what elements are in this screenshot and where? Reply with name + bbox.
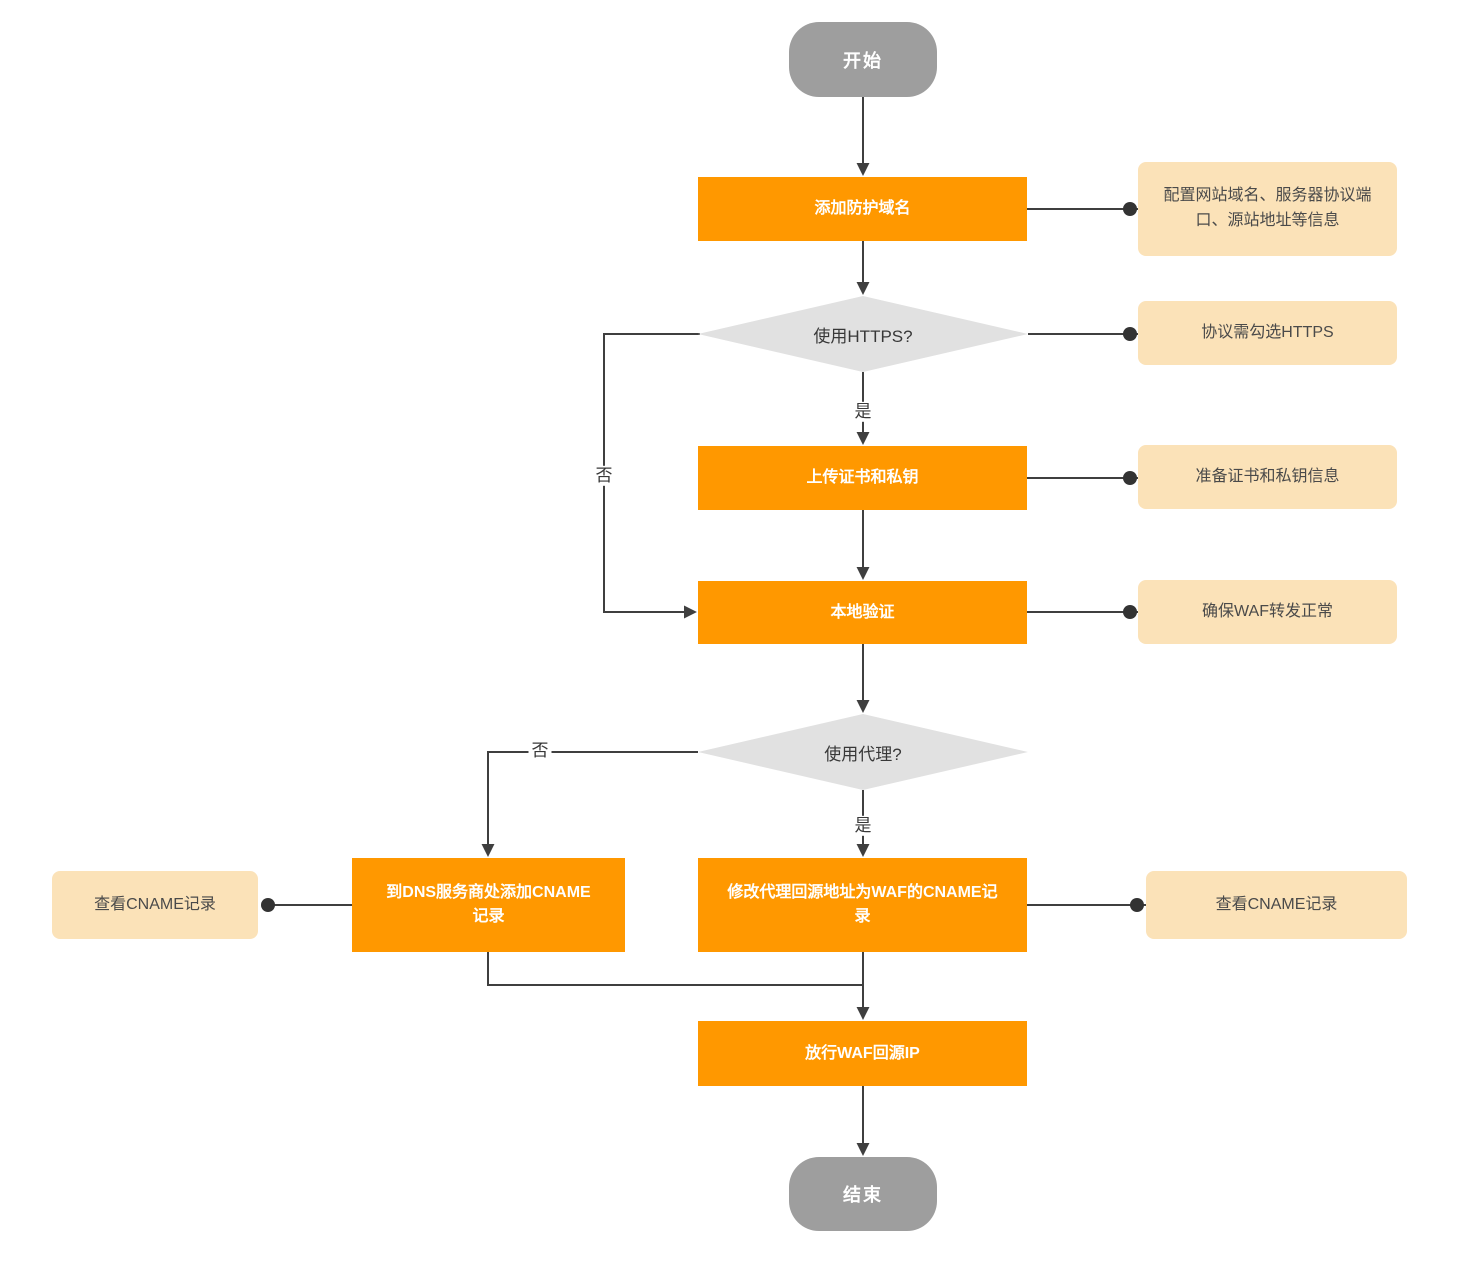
note-add-domain: 配置网站域名、服务器协议端口、源站地址等信息 [1138,162,1397,256]
connector-dot-https-note [1123,327,1137,341]
note-cert: 准备证书和私钥信息 [1138,445,1397,509]
note-https: 协议需勾选HTTPS [1138,301,1397,365]
end-node: 结束 [789,1157,937,1231]
decision-proxy-label: 使用代理? [824,744,902,764]
diamond-shape [698,714,1028,790]
connector-dot-add-domain-note [1123,202,1137,216]
note-cname-right: 查看CNAME记录 [1146,871,1407,939]
decision-https: 使用HTTPS? [698,296,1028,372]
edge-proxy-no [481,751,698,857]
note-verify: 确保WAF转发正常 [1138,580,1397,644]
process-dns-cname: 到DNS服务商处添加CNAME记录 [352,858,625,952]
edge-https-no [603,333,700,619]
process-upload-cert: 上传证书和私钥 [698,446,1027,510]
start-node: 开始 [789,22,937,97]
decision-proxy: 使用代理? [698,714,1028,790]
note-cname-left: 查看CNAME记录 [52,871,258,939]
edge-dns-cname-merge [487,952,863,986]
edge-label-proxy-yes: 是 [851,815,875,837]
connector-dot-cname-right-note [1130,898,1144,912]
process-local-verify: 本地验证 [698,581,1027,644]
diamond-shape [698,296,1028,372]
process-add-domain: 添加防护域名 [698,177,1027,241]
connector-dot-cname-left-note [261,898,275,912]
edge-label-https-no: 否 [592,465,616,487]
decision-https-label: 使用HTTPS? [813,326,913,346]
edge-label-proxy-no: 否 [528,740,552,762]
connector-dot-verify-note [1123,605,1137,619]
process-allow-waf-ip: 放行WAF回源IP [698,1021,1027,1086]
edge-label-https-yes: 是 [851,401,875,423]
connector-dot-cert-note [1123,471,1137,485]
process-proxy-cname: 修改代理回源地址为WAF的CNAME记录 [698,858,1027,952]
